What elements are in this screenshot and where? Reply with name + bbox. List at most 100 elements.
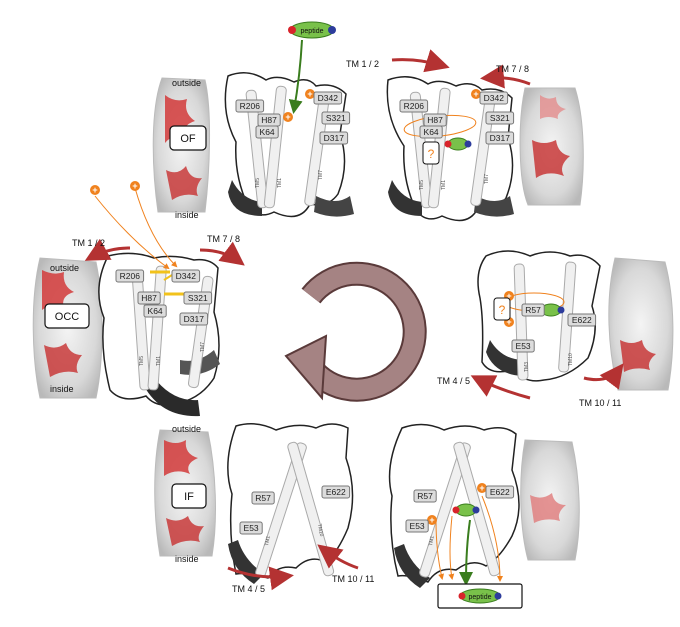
residue-s321: S321: [485, 111, 515, 125]
inside-label: inside: [175, 554, 199, 564]
helix-label: TM5: [139, 356, 145, 366]
cycle-arrow: [284, 261, 427, 402]
svg-text:+: +: [132, 181, 137, 191]
cation: +: [130, 181, 140, 191]
released-peptide-box: peptide: [437, 583, 523, 609]
residue-e53: E53: [239, 521, 263, 535]
cation: +: [471, 89, 481, 99]
residue-r57: R57: [413, 489, 437, 503]
inside-label: inside: [50, 384, 74, 394]
svg-text:R57: R57: [417, 491, 433, 501]
residue-r57: R57: [251, 491, 275, 505]
outside-label: outside: [50, 263, 79, 273]
residue-d317: D317: [179, 312, 209, 326]
helix-label: TM7: [200, 342, 206, 352]
peptide-of-bound: [444, 137, 472, 151]
residue-k64: K64: [255, 125, 279, 139]
residue-r57: R57: [521, 303, 545, 317]
tm-label: TM 7 / 8: [496, 64, 529, 74]
tm-label: TM 4 / 5: [437, 376, 470, 386]
surface-occ2: [608, 257, 674, 391]
svg-text:D317: D317: [490, 133, 511, 143]
residue-e622: E622: [321, 485, 351, 499]
svg-text:S321: S321: [326, 113, 346, 123]
svg-text:E53: E53: [244, 523, 259, 533]
svg-text:D342: D342: [176, 271, 197, 281]
residue-h87: H87: [137, 291, 161, 305]
residue-d342: D342: [479, 91, 509, 105]
residue-d342: D342: [171, 269, 201, 283]
helix-label: TM7: [484, 174, 490, 184]
svg-text:R57: R57: [525, 305, 541, 315]
unknown-box: ?: [422, 141, 440, 165]
cation: +: [427, 515, 437, 525]
svg-text:E622: E622: [572, 315, 592, 325]
svg-text:+: +: [307, 89, 312, 99]
outside-label: outside: [172, 78, 201, 88]
svg-text:E622: E622: [326, 487, 346, 497]
helix-label: TM1: [264, 535, 272, 546]
helix-label: TM1: [441, 180, 447, 190]
helix-label: TM1: [428, 535, 436, 546]
svg-text:D342: D342: [484, 93, 505, 103]
peptide-entry-arrow: [288, 39, 303, 114]
svg-text:E53: E53: [516, 341, 531, 351]
tm-label: TM 1 / 2: [72, 238, 105, 248]
panel-if-right: [388, 423, 520, 588]
svg-text:?: ?: [499, 303, 506, 317]
residue-k64: K64: [419, 125, 443, 139]
svg-text:D317: D317: [184, 314, 205, 324]
residue-h87: H87: [257, 113, 281, 127]
tm1011-arrow-mid: [583, 363, 624, 390]
svg-text:R206: R206: [120, 271, 141, 281]
residue-s321: S321: [183, 291, 213, 305]
svg-text:D317: D317: [324, 133, 345, 143]
helix-label: TM1: [277, 178, 283, 188]
svg-text:K64: K64: [148, 306, 163, 316]
tm78-arrow-occ: [199, 241, 245, 266]
helix-label: TM3: [524, 362, 530, 372]
helix-label: TM7: [318, 170, 324, 180]
state-box-occ: [44, 303, 90, 329]
tm-label: TM 10 / 11: [332, 574, 374, 584]
tm12-arrow-occ: [84, 238, 131, 261]
surface-if2: [520, 439, 580, 561]
residue-r206: R206: [235, 99, 265, 113]
cation: +: [477, 483, 487, 493]
svg-text:+: +: [506, 291, 511, 301]
outside-label: outside: [172, 424, 201, 434]
tm45-arrow-mid: [470, 375, 531, 400]
state-label-of: OF: [180, 133, 196, 145]
panel-occ: [98, 252, 220, 417]
tm-label: TM 4 / 5: [232, 584, 265, 594]
svg-text:H87: H87: [261, 115, 277, 125]
tm-label: TM 10 / 11: [579, 398, 621, 408]
svg-text:S321: S321: [188, 293, 208, 303]
state-label-if: IF: [184, 491, 194, 503]
peptide-exit-arrow: [459, 519, 474, 586]
svg-text:?: ?: [428, 147, 435, 161]
residue-d317: D317: [485, 131, 515, 145]
svg-text:H87: H87: [427, 115, 443, 125]
tm78-arrow-of: [480, 64, 531, 89]
svg-text:R206: R206: [240, 101, 261, 111]
svg-text:K64: K64: [260, 127, 275, 137]
surface-of2: [519, 87, 584, 206]
peptide-of-outside: peptide: [288, 21, 336, 39]
svg-text:+: +: [506, 317, 511, 327]
helix-label: TM10: [568, 353, 574, 366]
svg-text:R206: R206: [404, 101, 425, 111]
svg-text:+: +: [479, 483, 484, 493]
residue-e53: E53: [405, 519, 429, 533]
residue-s321: S321: [321, 111, 351, 125]
svg-text:H87: H87: [141, 293, 157, 303]
residue-d342: D342: [313, 91, 343, 105]
residue-h87: H87: [423, 113, 447, 127]
peptide-label: peptide: [469, 594, 492, 601]
cation: +: [283, 112, 293, 122]
svg-text:peptide: peptide: [301, 28, 324, 35]
peptide-if-bound: [452, 503, 480, 517]
cation: +: [90, 185, 100, 195]
residue-k64: K64: [143, 304, 167, 318]
